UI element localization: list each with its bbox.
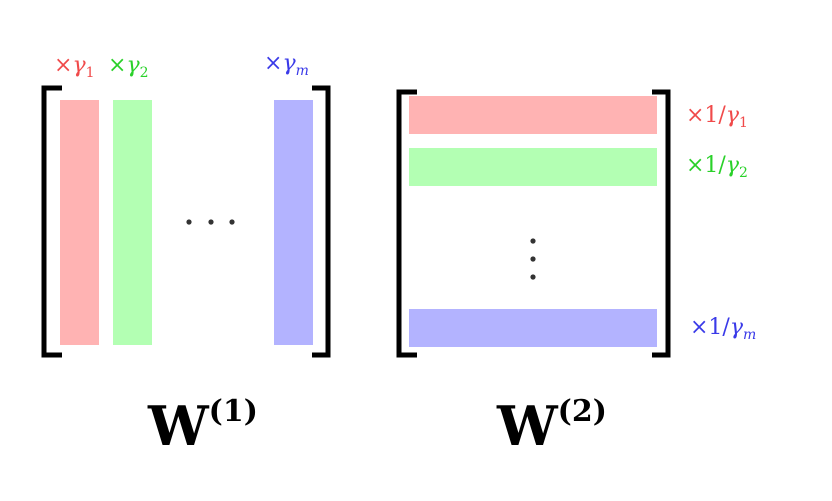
w2-right-bracket (652, 89, 671, 358)
w1-title: W(1) (147, 394, 258, 458)
matrix-w2: ×1/γ1 ×1/γ2 ×1/γm W(2) (396, 89, 756, 458)
w2-label-2: ×1/γ2 (686, 153, 748, 181)
w1-label-m: ×γm (264, 51, 309, 79)
w2-label-m: ×1/γm (690, 315, 756, 343)
w1-right-bracket (312, 85, 331, 358)
w1-column-m (274, 100, 313, 345)
w2-vertical-ellipsis (530, 238, 536, 280)
w2-title: W(2) (496, 394, 607, 458)
w2-row-m (409, 309, 657, 347)
w1-column-2 (113, 100, 152, 345)
w2-row-1 (409, 96, 657, 134)
w1-label-2: ×γ2 (108, 53, 149, 81)
w2-label-1: ×1/γ1 (686, 103, 748, 131)
w1-column-1 (60, 100, 99, 345)
matrix-w1: ×γ1 ×γ2 ×γm W(1) (41, 51, 331, 458)
w1-horizontal-ellipsis (186, 219, 235, 225)
w1-left-bracket (41, 85, 62, 358)
w1-label-1: ×γ1 (54, 53, 95, 81)
w2-row-2 (409, 148, 657, 186)
w2-left-bracket (396, 89, 417, 358)
